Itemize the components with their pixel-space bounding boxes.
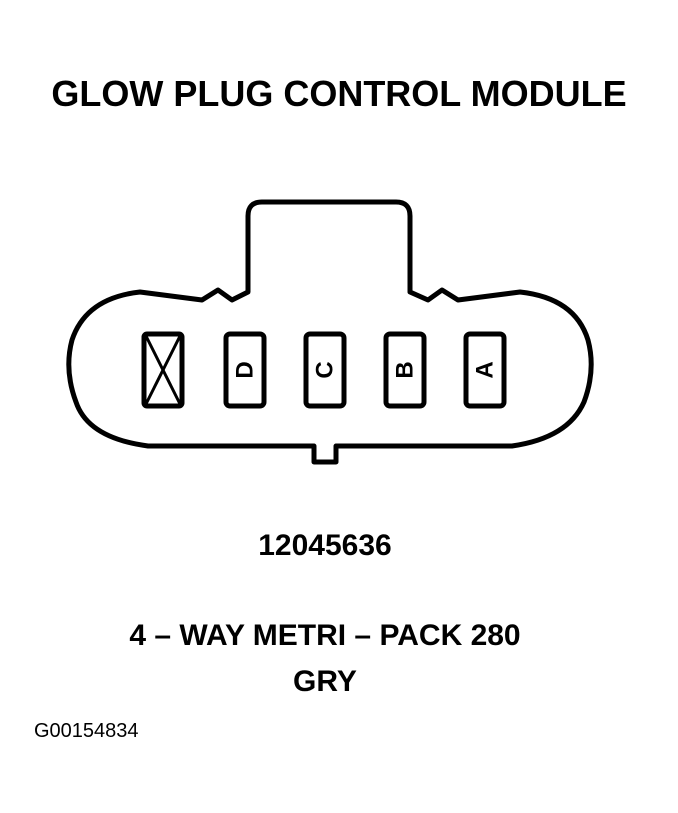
pin-label-d: D — [232, 361, 259, 378]
part-number: 12045636 — [258, 529, 392, 562]
diagram-title: GLOW PLUG CONTROL MODULE — [51, 73, 627, 114]
pin-label-b: B — [392, 361, 419, 378]
figure-id: G00154834 — [34, 720, 139, 742]
connector-face-diagram: D C B A — [66, 199, 594, 465]
connector-color: GRY — [293, 665, 357, 698]
pin-cavity-a: A — [463, 331, 507, 409]
pin-label-c: C — [312, 361, 339, 378]
pin-label-a: A — [472, 361, 499, 378]
pin-cavity-c: C — [303, 331, 347, 409]
pin-cavity-unused — [141, 331, 185, 409]
connector-outline — [66, 199, 594, 465]
pin-cavity-d: D — [223, 331, 267, 409]
pin-cavity-b: B — [383, 331, 427, 409]
connector-description: 4 – WAY METRI – PACK 280 — [129, 619, 521, 652]
